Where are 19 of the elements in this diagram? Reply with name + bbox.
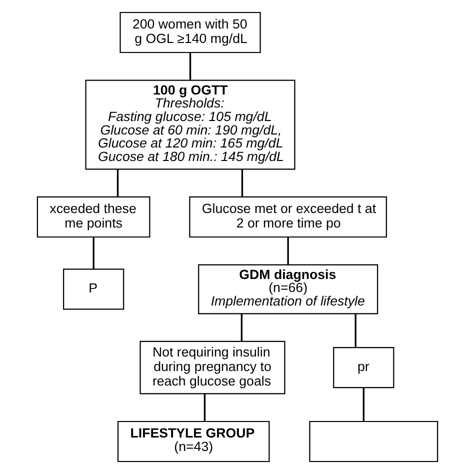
node-box: xceeded these me points [36,196,150,238]
node-box: GDM diagnosis (n=66) Implementation of lifestyle [198,264,378,314]
connector [116,169,118,197]
node-box: LIFESTYLE GROUP (n=43) [116,420,270,462]
connector [286,237,288,265]
node-box: Not requiring insulin during pregnancy to reach glucose goals [139,340,285,394]
connector [362,388,364,422]
connector [92,237,94,270]
node-box: Glucose met or exceeded t at 2 or more time po [188,196,386,238]
node-box: pr [332,347,394,388]
connector [354,314,356,348]
connector [188,52,191,80]
node-box: 200 women with 50 g OGL ≥140 mg/dL [119,12,260,54]
connector [203,394,206,422]
connector [240,169,243,197]
connector [240,314,242,342]
node-box [308,420,438,462]
node-box: P [62,268,124,310]
node-box: 100 g OGTT Thresholds: Fasting glucose: 105 mg/dL Glucose at 60 min: 190 mg/dL, Glucose at 120 min: 165 mg/dL Gucose at 180 min.: 145 mg/dL [84,80,295,170]
